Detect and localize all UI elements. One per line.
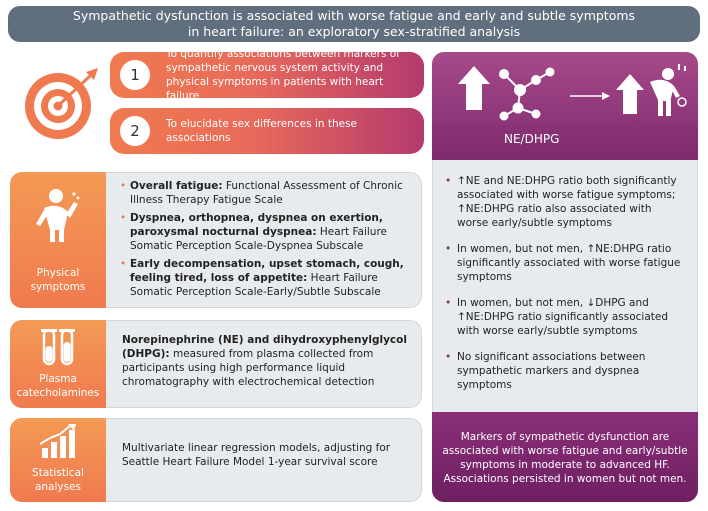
- up-arrow-icon: [616, 74, 644, 114]
- aim-text: To quantify associations between markers…: [166, 48, 400, 102]
- ne-dhpg-header: NE/DHPG: [432, 52, 698, 160]
- ne-dhpg-label: NE/DHPG: [504, 132, 560, 146]
- bar-chart-icon: [39, 424, 76, 458]
- target-icon: [24, 66, 100, 142]
- right-arrow-icon: [602, 92, 610, 100]
- statistical-text: Statistical analyses: [32, 467, 84, 493]
- statistical-label: Statistical analyses: [10, 418, 106, 502]
- plasma-label: Plasma catecholamines: [10, 320, 106, 408]
- plasma-heading: Norepinephrine (NE) and dihydroxyphenylg…: [122, 334, 407, 360]
- finding-item: In women, but not men, ↑NE:DHPG ratio si…: [445, 242, 685, 284]
- coughing-person-icon: [36, 189, 80, 242]
- findings-panel: ↑NE and NE:DHPG ratio both significantly…: [432, 160, 698, 412]
- symptom-heading: Overall fatigue:: [130, 180, 223, 192]
- up-arrow-icon: [458, 66, 490, 110]
- finding-item: In women, but not men, ↓DHPG and ↑NE:DHP…: [445, 296, 685, 338]
- test-tubes-icon: [41, 328, 75, 366]
- plasma-description: measured from plasma collected from part…: [122, 348, 375, 388]
- plasma-text: Plasma catecholamines: [16, 373, 100, 399]
- tired-person-icon: [650, 64, 687, 116]
- statistical-description: Multivariate linear regression models, a…: [122, 442, 391, 468]
- symptom-heading: Early decompensation, upset stomach, cou…: [130, 258, 404, 284]
- symptom-item: Overall fatigue: Functional Assessment o…: [120, 179, 411, 207]
- statistical-body: Multivariate linear regression models, a…: [106, 418, 422, 502]
- finding-item: ↑NE and NE:DHPG ratio both significantly…: [445, 174, 685, 230]
- symptom-scale: Heart Failure Somatic Perception Scale-D…: [130, 226, 388, 252]
- symptom-heading: Dyspnea, orthopnea, dyspnea on exertion,…: [130, 212, 383, 238]
- symptom-scale: Functional Assessment of Chronic Illness…: [130, 180, 403, 206]
- physical-symptoms-text: Physical symptoms: [30, 267, 86, 293]
- page-title: Sympathetic dysfunction is associated wi…: [8, 6, 700, 42]
- plasma-body: Norepinephrine (NE) and dihydroxyphenylg…: [106, 320, 422, 408]
- symptom-item: Early decompensation, upset stomach, cou…: [120, 257, 411, 299]
- conclusion-box: Markers of sympathetic dysfunction are a…: [432, 412, 698, 502]
- aim-2: 2 To elucidate sex differences in these …: [110, 108, 424, 154]
- physical-symptoms-body: Overall fatigue: Functional Assessment o…: [106, 172, 422, 308]
- aim-number: 2: [120, 116, 150, 146]
- finding-item: No significant associations between symp…: [445, 350, 685, 392]
- symptom-scale: Heart Failure Somatic Perception Scale-E…: [130, 272, 381, 298]
- aim-text: To elucidate sex differences in these as…: [166, 118, 358, 144]
- aim-1: 1 To quantify associations between marke…: [110, 48, 424, 102]
- molecule-icon: [499, 67, 555, 121]
- title-line-2: in heart failure: an exploratory sex-str…: [187, 24, 521, 39]
- physical-symptoms-label: Physical symptoms: [10, 172, 106, 308]
- aim-number: 1: [120, 60, 150, 90]
- symptom-item: Dyspnea, orthopnea, dyspnea on exertion,…: [120, 211, 411, 253]
- title-line-1: Sympathetic dysfunction is associated wi…: [72, 8, 636, 23]
